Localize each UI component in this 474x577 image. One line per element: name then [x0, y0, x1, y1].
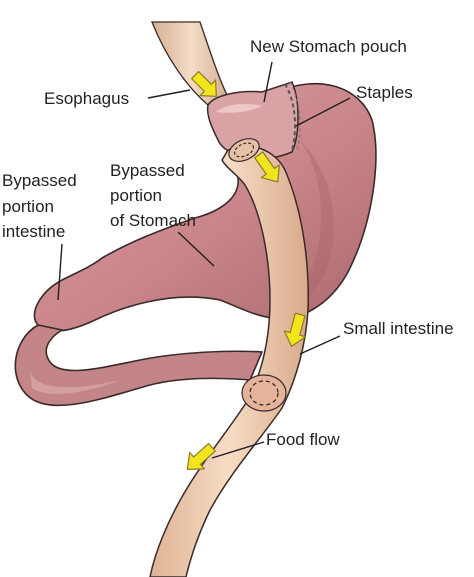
label-bypassed-stomach: Bypassed portion of Stomach [110, 161, 196, 230]
pouch-anastomosis-dashed [233, 142, 255, 158]
jejunal-anastomosis-dashed [249, 380, 279, 406]
flow-arrow-food [186, 442, 216, 470]
pouch-anastomosis [228, 138, 260, 162]
leader-esophagus [147, 89, 191, 99]
leader-bypassed-stomach [177, 231, 215, 267]
flow-arrow-pouch [254, 151, 280, 183]
leader-new-pouch [263, 61, 273, 103]
intestine-loop-highlight [30, 370, 120, 394]
label-food-flow: Food flow [266, 430, 340, 449]
jejunal-anastomosis [241, 374, 287, 412]
label-new-stomach-pouch: New Stomach pouch [250, 37, 407, 56]
esophagus [151, 21, 234, 106]
leader-small-intestine [299, 335, 341, 355]
label-esophagus: Esophagus [44, 89, 129, 108]
flow-arrow-esophagus [190, 70, 217, 97]
leader-bypassed-intestine [57, 243, 63, 301]
stomach-shade [282, 140, 334, 316]
label-staples: Staples [356, 83, 413, 102]
label-small-intestine: Small intestine [343, 319, 454, 338]
label-bypassed-intestine: Bypassed portion intestine [2, 171, 81, 241]
leader-food-flow [211, 441, 265, 459]
pouch-highlight [216, 104, 262, 113]
flow-arrow-limb [283, 312, 307, 348]
leader-staples [295, 97, 351, 127]
